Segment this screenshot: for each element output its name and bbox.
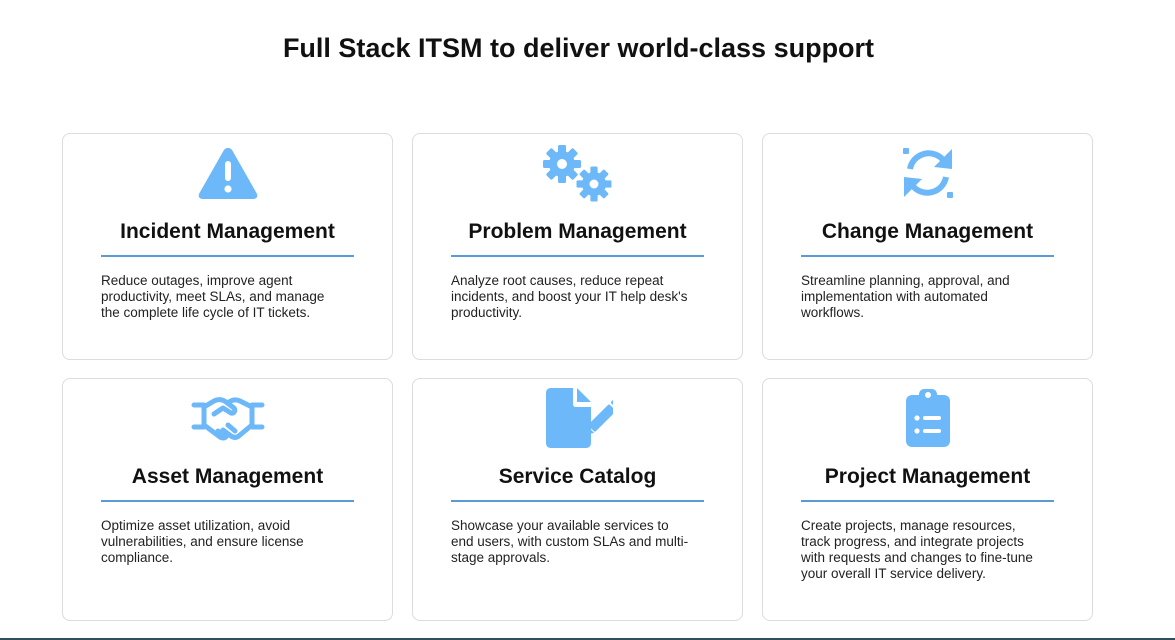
warning-icon xyxy=(63,142,392,204)
card-title: Service Catalog xyxy=(451,465,704,502)
feature-cards: Incident Management Reduce outages, impr… xyxy=(62,133,1093,621)
card-title: Problem Management xyxy=(451,220,704,257)
card-project-management[interactable]: Project Management Create projects, mana… xyxy=(762,378,1093,621)
card-description: Analyze root causes, reduce repeat incid… xyxy=(451,273,688,320)
card-description: Reduce outages, improve agent productivi… xyxy=(101,273,325,320)
clipboard-list-icon xyxy=(763,387,1092,449)
card-service-catalog[interactable]: Service Catalog Showcase your available … xyxy=(412,378,743,621)
bottom-divider xyxy=(0,638,1175,640)
handshake-icon xyxy=(63,387,392,449)
card-asset-management[interactable]: Asset Management Optimize asset utilizat… xyxy=(62,378,393,621)
file-signature-icon xyxy=(413,387,742,449)
card-title: Project Management xyxy=(801,465,1054,502)
card-change-management[interactable]: Change Management Streamline planning, a… xyxy=(762,133,1093,360)
page-title: Full Stack ITSM to deliver world-class s… xyxy=(282,33,875,63)
card-description: Showcase your available services to end … xyxy=(451,518,689,565)
card-title: Change Management xyxy=(801,220,1054,257)
card-title: Incident Management xyxy=(101,220,354,257)
card-incident-management[interactable]: Incident Management Reduce outages, impr… xyxy=(62,133,393,360)
card-description: Create projects, manage resources, track… xyxy=(801,518,1033,581)
card-description: Streamline planning, approval, and imple… xyxy=(801,273,1010,320)
card-description: Optimize asset utilization, avoid vulner… xyxy=(101,518,304,565)
gears-icon xyxy=(413,142,742,204)
card-problem-management[interactable]: Problem Management Analyze root causes, … xyxy=(412,133,743,360)
card-title: Asset Management xyxy=(101,465,354,502)
sync-icon xyxy=(763,142,1092,204)
